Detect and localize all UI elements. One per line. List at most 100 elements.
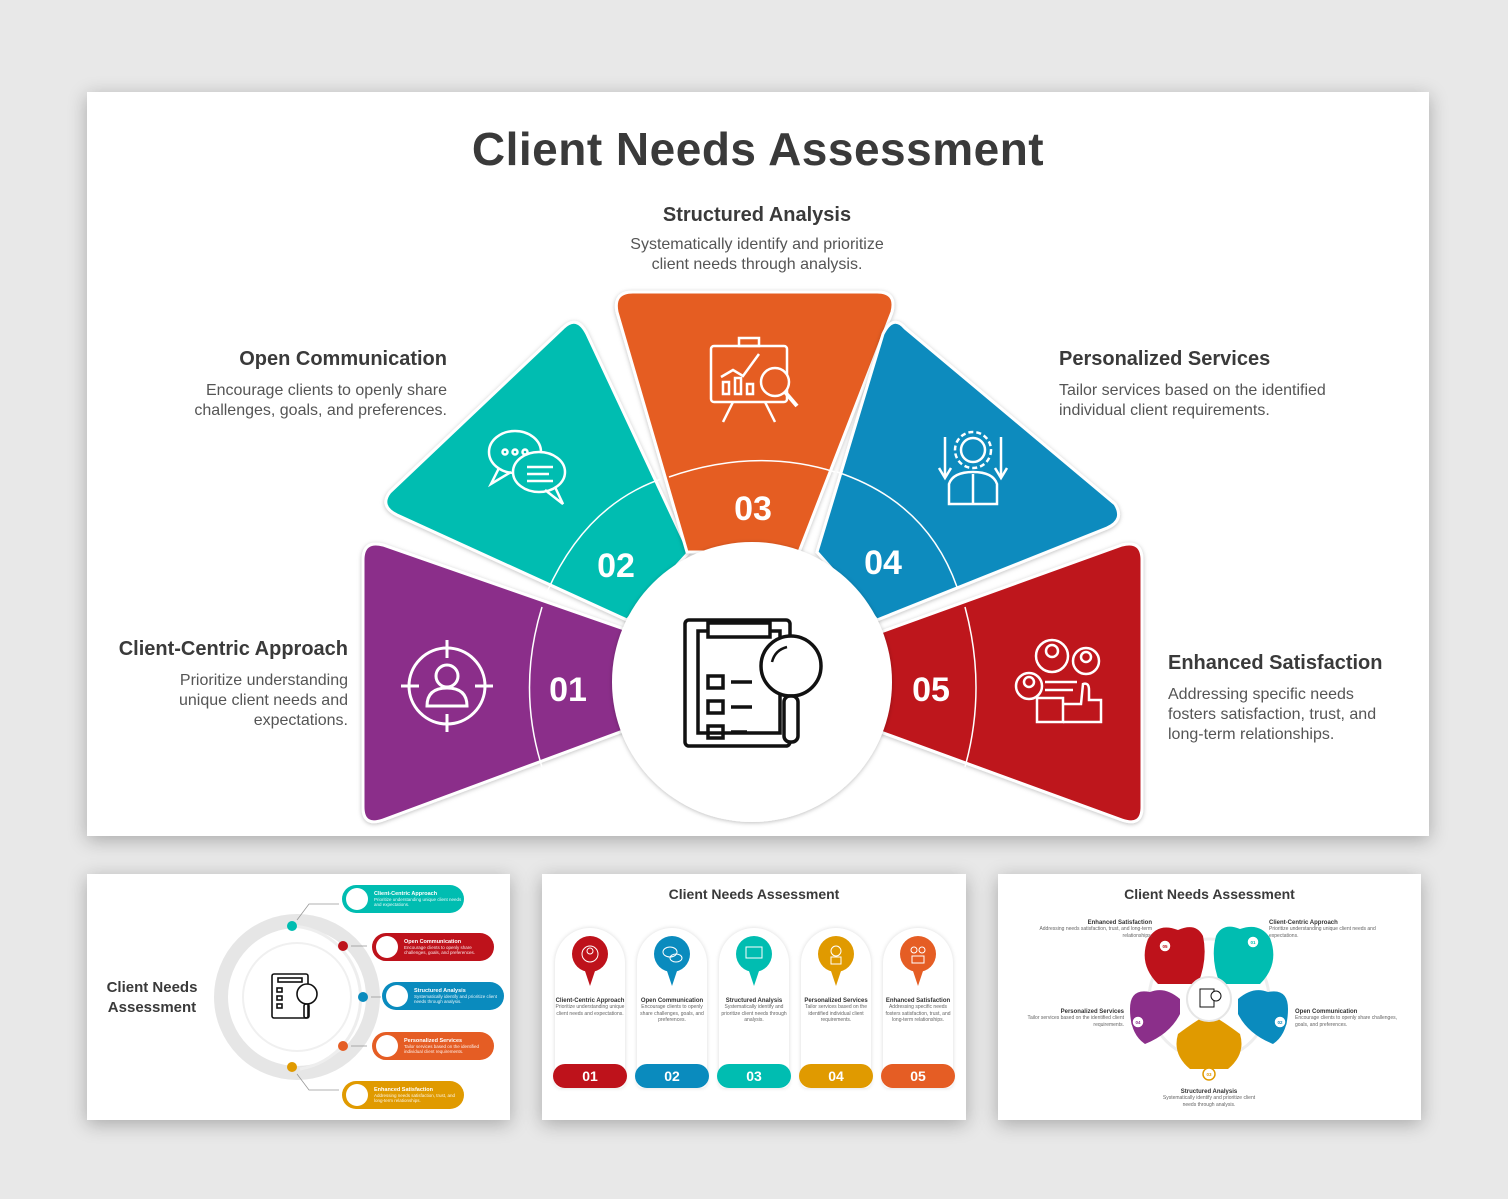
presentation-analysis-icon [386, 985, 408, 1007]
thumbnail-slide-3[interactable]: Client Needs Assessment 05 01 02 03 04 E… [998, 874, 1421, 1120]
petal-01 [1213, 926, 1274, 984]
item-desc: Encourage clients to openly share challe… [640, 1004, 704, 1023]
thumbs-up-users-icon [346, 1084, 368, 1106]
main-slide[interactable]: Client Needs Assessment [87, 92, 1429, 836]
label-title: Client-Centric Approach [118, 638, 348, 660]
item-desc: Prioritize understanding unique client n… [374, 896, 462, 908]
thumb2-number-05: 05 [881, 1064, 955, 1088]
petal-02 [1238, 990, 1288, 1044]
clipboard-magnifier-icon [683, 618, 823, 748]
label-desc-line: fosters satisfaction, trust, and [1168, 706, 1377, 723]
target-user-icon [401, 640, 493, 732]
item-title: Enhanced Satisfaction [885, 998, 951, 1004]
chat-bubbles-icon [487, 429, 567, 505]
item-title: Structured Analysis [725, 998, 783, 1004]
segment-02-number: 02 [597, 547, 635, 585]
thumb2-number-03: 03 [717, 1064, 791, 1088]
thumbnail-slide-2[interactable]: Client Needs Assessment Client-Centric A… [542, 874, 966, 1120]
thumb1-ring [214, 903, 381, 1091]
item-title: Client-Centric Approach [1269, 920, 1338, 926]
pin-05 [900, 936, 936, 986]
segment-01[interactable] [361, 542, 649, 824]
item-desc: Addressing needs satisfaction, trust, an… [374, 1092, 456, 1104]
title-line: Assessment [107, 999, 197, 1016]
thumb2-pins [572, 936, 936, 986]
presentation-analysis-icon [709, 336, 799, 423]
thumb2-number-04: 04 [799, 1064, 873, 1088]
label-title: Enhanced Satisfaction [1168, 652, 1383, 674]
clipboard-magnifier-icon [1199, 988, 1222, 1008]
item-desc: Prioritize understanding unique client n… [1269, 926, 1376, 939]
fan-diagram: 01 02 03 04 05 [361, 290, 1144, 824]
thumb2-number-02: 02 [635, 1064, 709, 1088]
label-desc-line: challenges, goals, and preferences. [194, 402, 447, 419]
clipboard-magnifier-icon [271, 973, 318, 1019]
item-desc: Encourage clients to openly share challe… [1295, 1015, 1398, 1028]
label-title: Open Communication [239, 348, 447, 370]
pin-01 [572, 936, 608, 986]
label-desc-line: expectations. [253, 712, 348, 729]
segment-03[interactable] [614, 290, 895, 554]
item-desc: Prioritize understanding unique client n… [555, 1004, 625, 1017]
petal-02-number: 02 [1277, 1020, 1283, 1025]
pin-02 [654, 936, 690, 986]
label-personalized-services: Personalized Services Tailor services ba… [1059, 348, 1379, 421]
item-title: Personalized Services [1060, 1009, 1124, 1015]
label-structured-analysis: Structured Analysis Systematically ident… [557, 204, 957, 275]
segment-05-number: 05 [912, 671, 950, 709]
item-desc: Tailor services based on the identified … [1027, 1015, 1124, 1028]
label-desc-line: Addressing specific needs [1168, 686, 1354, 703]
item-title: Structured Analysis [1180, 1089, 1238, 1095]
petal-03 [1176, 1014, 1242, 1069]
item-title: Personalized Services [404, 1037, 463, 1044]
pin-03 [736, 936, 772, 986]
item-title: Open Communication [404, 938, 462, 945]
thumb3-flower: 05 01 02 03 04 [1130, 926, 1288, 1081]
label-desc-line: client needs through analysis. [651, 256, 863, 273]
label-desc-line: Encourage clients to openly share [205, 382, 447, 399]
slide-title: Client Needs Assessment [471, 123, 1045, 175]
petal-05 [1144, 927, 1205, 984]
item-title: Enhanced Satisfaction [374, 1086, 433, 1093]
label-enhanced-satisfaction: Enhanced Satisfaction Addressing specifi… [1168, 652, 1408, 745]
item-title: Client-Centric Approach [374, 890, 438, 897]
chat-bubbles-icon [376, 936, 398, 958]
petal-05-number: 05 [1162, 944, 1168, 949]
segment-03-number: 03 [734, 490, 772, 528]
segment-05[interactable] [865, 542, 1144, 824]
item-title: Personalized Services [804, 998, 868, 1004]
petal-04 [1130, 990, 1180, 1044]
label-desc-line: long-term relationships. [1168, 726, 1335, 743]
item-desc: Tailor services based on the identified … [805, 1004, 867, 1023]
segment-01-number: 01 [549, 671, 587, 709]
person-gear-icon [376, 1035, 398, 1057]
label-desc-line: unique client needs and [178, 692, 348, 709]
pin-04 [818, 936, 854, 986]
item-title: Open Communication [640, 998, 704, 1004]
item-title: Enhanced Satisfaction [1087, 920, 1152, 926]
item-desc: Systematically identify and prioritize c… [721, 1004, 787, 1023]
item-desc: Encourage clients to openly share challe… [404, 944, 476, 956]
item-desc: Addressing specific needs fosters satisf… [885, 1004, 951, 1023]
thumbs-up-users-icon [1014, 638, 1103, 724]
item-desc: Addressing needs satisfaction, trust, an… [1039, 926, 1152, 939]
label-desc-line: Prioritize understanding [179, 672, 348, 689]
thumb2-title: Client Needs Assessment [668, 886, 840, 902]
item-desc: Systematically identify and prioritize c… [1162, 1095, 1256, 1108]
label-desc-line: individual client requirements. [1059, 402, 1270, 419]
